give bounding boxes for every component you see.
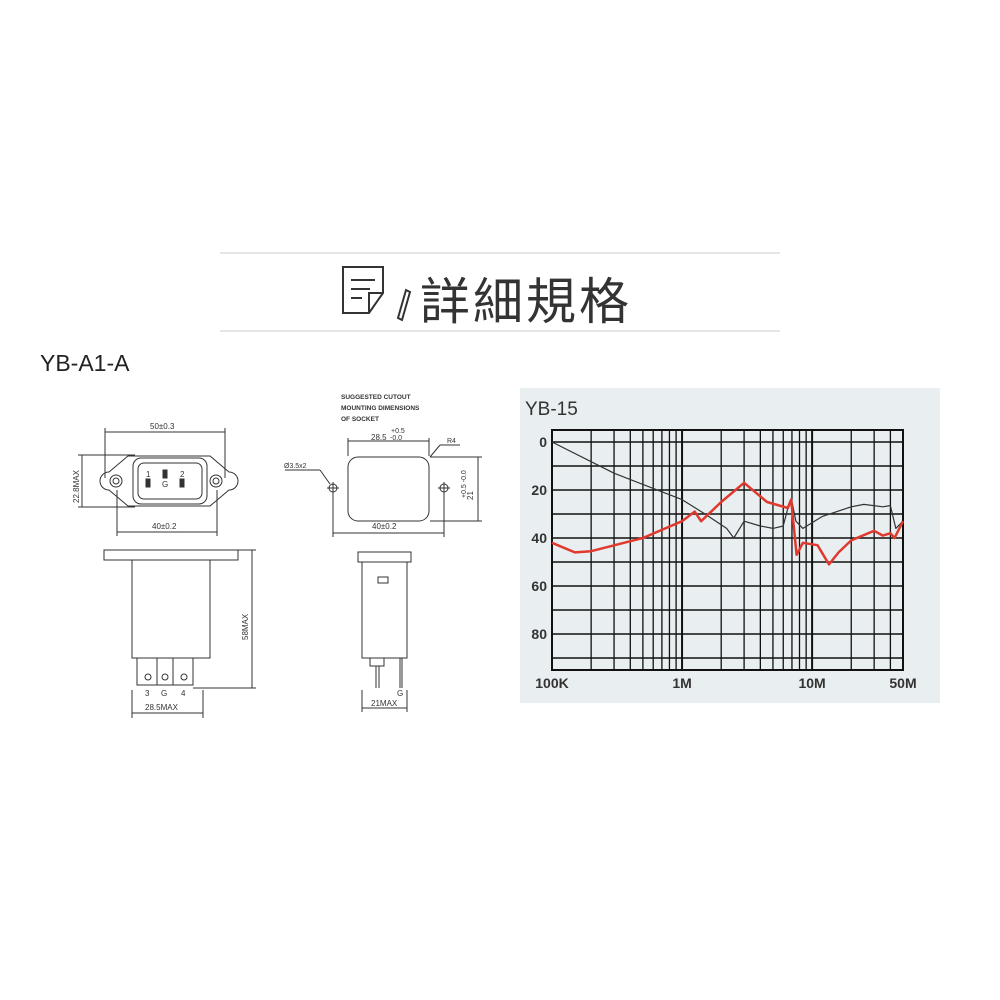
pin-2-label: 2 [180,470,185,479]
cutout-width-tol-plus: +0.5 [391,428,405,435]
cutout-height-tol: +0.5 -0.0 [461,470,468,498]
cutout-note-1: SUGGESTED CUTOUT [341,394,411,401]
terminal-4-label: 4 [181,689,186,698]
y-tick-label: 80 [531,626,547,642]
page-title: 詳細規格 [420,273,632,331]
x-tick-label: 100K [535,675,568,691]
chart-title: YB-15 [525,399,578,420]
cutout-note-3: OF SOCKET [341,416,379,423]
front-width-dim: 50±0.3 [150,422,175,431]
y-tick-label: 40 [531,530,547,546]
side-length-dim: 58MAX [241,613,250,640]
terminal-g-label: G [161,689,167,698]
cutout-hole-spacing: 40±0.2 [372,522,397,531]
side-width-dim: 28.5MAX [145,703,179,712]
y-tick-label: 0 [539,434,547,450]
x-tick-label: 1M [672,675,691,691]
cutout-height-dim: 21 [466,491,475,500]
y-tick-label: 60 [531,578,547,594]
document-pen-icon [342,266,412,322]
attenuation-chart: YB-15 0 20 40 60 80 100K 1M 10M 50M [520,388,940,703]
cutout-radius: R4 [447,438,456,445]
cutout-hole-dim: Ø3.5x2 [284,463,307,470]
pin-g-label: G [162,480,168,489]
model-label: YB-A1-A [40,350,130,376]
terminal-3-label: 3 [145,689,150,698]
cutout-view [285,438,482,537]
end-terminal-g-label: G [397,689,403,698]
end-width-dim: 21MAX [371,699,398,708]
chart-background [520,388,940,703]
side-view [103,549,256,718]
end-view [357,551,412,712]
x-tick-label: 50M [889,675,916,691]
plot-frame [551,429,904,671]
series-line-2 [551,481,905,566]
technical-drawing: 50±0.3 40±0.2 22.8MAX 1 2 G 58MAX 28.5MA… [72,394,482,718]
cutout-note-2: MOUNTING DIMENSIONS [341,405,420,412]
cutout-width-dim: 28.5 [371,433,387,442]
pin-1-label: 1 [146,470,151,479]
front-height-dim: 22.8MAX [72,469,81,503]
cutout-width-tol-minus: -0.0 [390,435,402,442]
x-tick-label: 10M [798,675,825,691]
front-view [78,428,239,536]
front-hole-dim: 40±0.2 [152,522,177,531]
y-tick-label: 20 [531,482,547,498]
